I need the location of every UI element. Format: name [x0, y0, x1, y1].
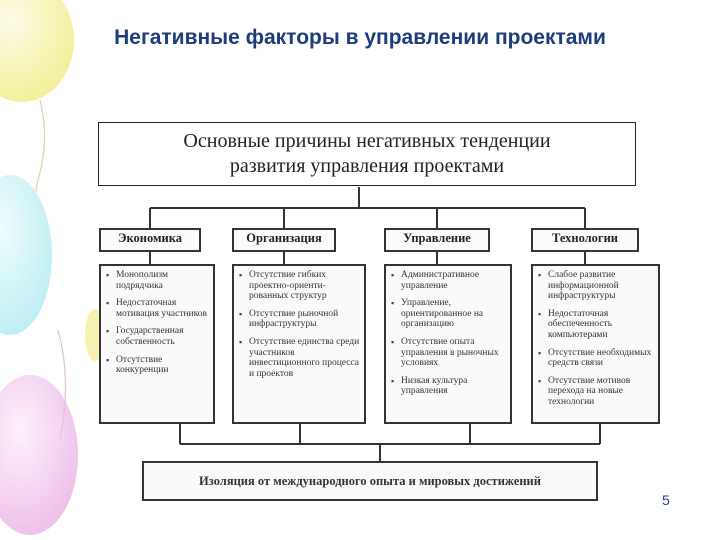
list-item: Слабое развитие информационной инфрастру… [537, 270, 655, 302]
isolation-box: Изоляция от международного опыта и миров… [142, 461, 598, 501]
category-technology: Технологии [531, 228, 639, 252]
list-item: Недостаточная обеспеченность компьютерам… [537, 309, 655, 341]
cyan-balloon [0, 175, 52, 335]
page-number: 5 [662, 492, 670, 508]
management-factors-list: Административное управление Управление, … [384, 264, 512, 424]
list-item: Низкая культура управления [390, 376, 507, 397]
list-item: Отсутствие единства среди участников инв… [238, 337, 361, 379]
main-cause-line-1: Основные причины негативных тенденции [183, 130, 551, 152]
category-management: Управление [384, 228, 490, 252]
list-item: Отсутствие необходимых средств связи [537, 348, 655, 369]
list-item: Отсутствие гибких проектно-ориенти-рован… [238, 270, 361, 302]
list-item: Монополизм подрядчика [105, 270, 210, 291]
technology-factors-list: Слабое развитие информационной инфрастру… [531, 264, 660, 424]
list-item: Административное управление [390, 270, 507, 291]
list-item: Отсутствие мотивов перехода на новые тех… [537, 376, 655, 408]
category-organization: Организация [232, 228, 336, 252]
list-item: Отсутствие рыночной инфраструктуры [238, 309, 361, 330]
list-item: Управление, ориентированное на организац… [390, 298, 507, 330]
main-cause-box: Основные причины негативных тенденции ра… [98, 122, 636, 186]
organization-factors-list: Отсутствие гибких проектно-ориенти-рован… [232, 264, 366, 424]
list-item: Отсутствие опыта управления в рыночных у… [390, 337, 507, 369]
economy-factors-list: Монополизм подрядчика Недостаточная моти… [99, 264, 215, 424]
slide-title: Негативные факторы в управлении проектам… [114, 26, 606, 49]
main-cause-line-2: развития управления проектами [229, 155, 505, 177]
list-item: Недостаточная мотивация участников [105, 298, 210, 319]
pink-balloon [0, 329, 78, 535]
list-item: Отсутствие конкуренции [105, 355, 210, 376]
list-item: Государственная собственность [105, 326, 210, 347]
category-economy: Экономика [99, 228, 201, 252]
